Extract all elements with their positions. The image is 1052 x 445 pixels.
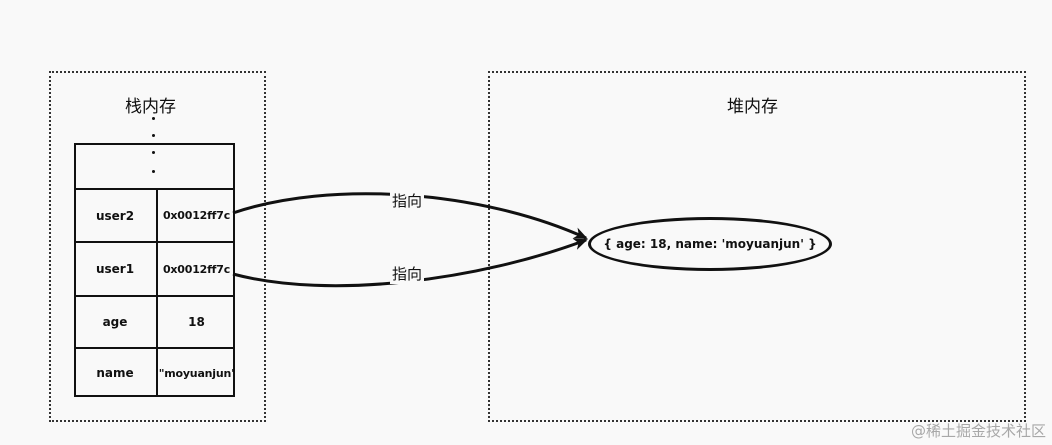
- variable-name: age: [102, 315, 128, 329]
- ellipsis-dot: [152, 117, 155, 120]
- table-row: user1 0x0012ff7c: [76, 241, 233, 295]
- ellipsis-dot: [152, 170, 155, 173]
- arrow-label: 指向: [390, 190, 425, 211]
- variable-name: user1: [95, 262, 135, 276]
- variable-value: 18: [156, 297, 235, 347]
- stack-memory-title: 栈内存: [125, 97, 176, 117]
- ellipsis-dot: [152, 151, 155, 154]
- stack-table: user2 0x0012ff7c user1 0x0012ff7c age 18…: [74, 143, 235, 397]
- variable-value: 0x0012ff7c: [156, 243, 235, 295]
- table-row: age 18: [76, 295, 233, 347]
- watermark: @稀土掘金技术社区: [910, 422, 1046, 440]
- heap-memory-title: 堆内存: [727, 97, 778, 117]
- table-row: name "moyuanjun': [76, 347, 235, 397]
- table-row: user2 0x0012ff7c: [76, 188, 233, 241]
- variable-value: 0x0012ff7c: [156, 190, 235, 241]
- heap-memory-region: [488, 71, 1026, 422]
- variable-name: name: [96, 366, 134, 380]
- variable-value: "moyuanjun': [156, 349, 235, 397]
- heap-object: { age: 18, name: 'moyuanjun' }: [588, 217, 832, 271]
- variable-name: user2: [95, 208, 135, 223]
- ellipsis-dot: [152, 134, 155, 137]
- stack-memory-region: [49, 71, 266, 422]
- arrow-label: 指向: [390, 263, 425, 284]
